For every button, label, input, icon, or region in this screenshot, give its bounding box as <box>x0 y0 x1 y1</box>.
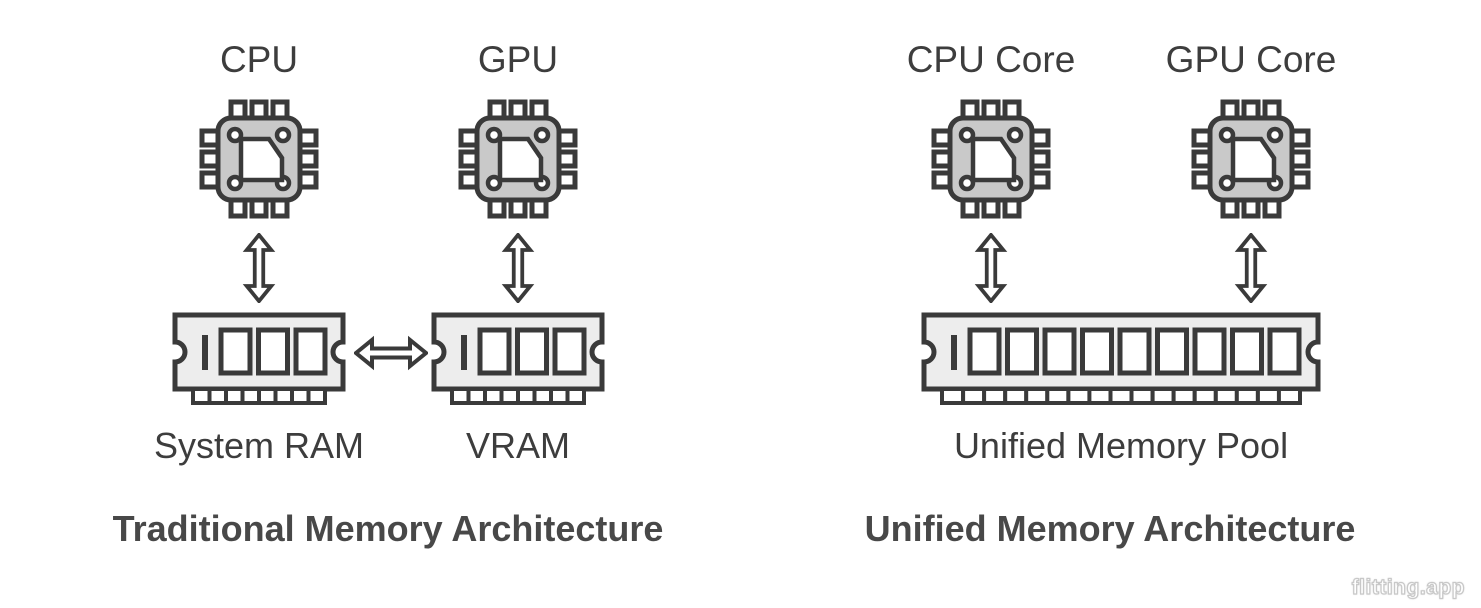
gpu-vram-double-arrow-icon <box>500 233 536 303</box>
unified-architecture-title: Unified Memory Architecture <box>864 508 1356 549</box>
cpu-ram-double-arrow-icon <box>241 233 277 303</box>
gpu-core-pool-double-arrow-icon <box>1233 233 1269 303</box>
vram-label: VRAM <box>465 425 570 466</box>
cpu-label: CPU <box>219 39 299 80</box>
watermark: flitting.app <box>1351 575 1465 599</box>
cpu-core-chip-icon <box>930 98 1052 220</box>
cpu-chip-icon <box>198 98 320 220</box>
gpu-core-label: GPU Core <box>1165 39 1337 80</box>
vram-module-icon <box>428 309 608 405</box>
ram-vram-double-arrow-icon <box>354 334 428 372</box>
gpu-label: GPU <box>477 39 559 80</box>
gpu-chip-icon <box>457 98 579 220</box>
system-ram-module-icon <box>169 309 349 405</box>
unified-memory-pool-icon <box>918 309 1324 405</box>
cpu-core-label: CPU Core <box>906 39 1076 80</box>
traditional-architecture-title: Traditional Memory Architecture <box>112 508 664 549</box>
cpu-core-pool-double-arrow-icon <box>973 233 1009 303</box>
system-ram-label: System RAM <box>153 425 365 466</box>
unified-memory-pool-label: Unified Memory Pool <box>953 425 1289 466</box>
gpu-core-chip-icon <box>1190 98 1312 220</box>
